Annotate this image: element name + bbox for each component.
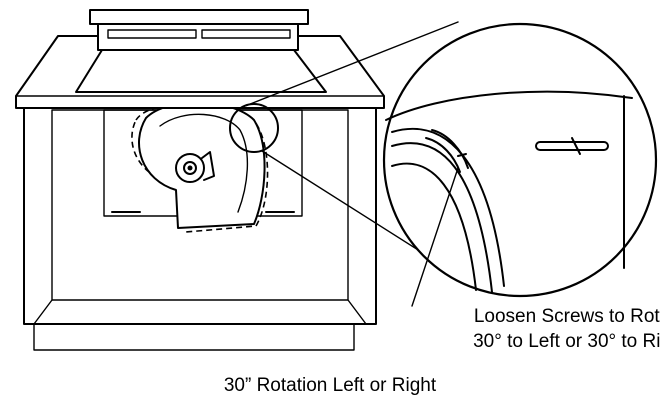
detail-housing-curve-3 [391,162,477,291]
motor-shaft [187,165,193,171]
vent-slot-left [107,29,197,39]
cabinet-toe-kick [33,323,355,351]
detail-locator-circle [229,103,279,153]
cabinet-floor-edges [33,299,367,325]
curved-slot-outer [431,129,469,169]
motor-hub [183,161,197,175]
magnify-circle [382,22,658,298]
blower-assembly [103,101,303,233]
vent-slot-right [201,29,291,39]
detail-housing-curve-2 [391,142,493,293]
screw-left [457,153,467,157]
motor-bracket [201,151,215,181]
vent-body [75,49,327,93]
vent-riser [97,23,299,51]
straight-slot [535,141,609,151]
callout-text-line2: 30° to Left or 30° to Right [473,331,660,352]
housing-scroll-line [159,113,249,213]
downdraft-vent [75,9,327,93]
magnify-leader-top [239,21,459,109]
callout-text-line1: Loosen Screws to Rotate [474,306,660,327]
figure-caption: 30” Rotation Left or Right [224,375,437,396]
vent-cap [89,9,309,25]
magnified-detail [382,22,658,298]
detail-top-edge [385,90,633,121]
rotated-housing-outline [131,102,269,233]
callout-leader-line [411,167,459,307]
blower-motor [175,153,205,183]
screw-right [571,137,581,155]
